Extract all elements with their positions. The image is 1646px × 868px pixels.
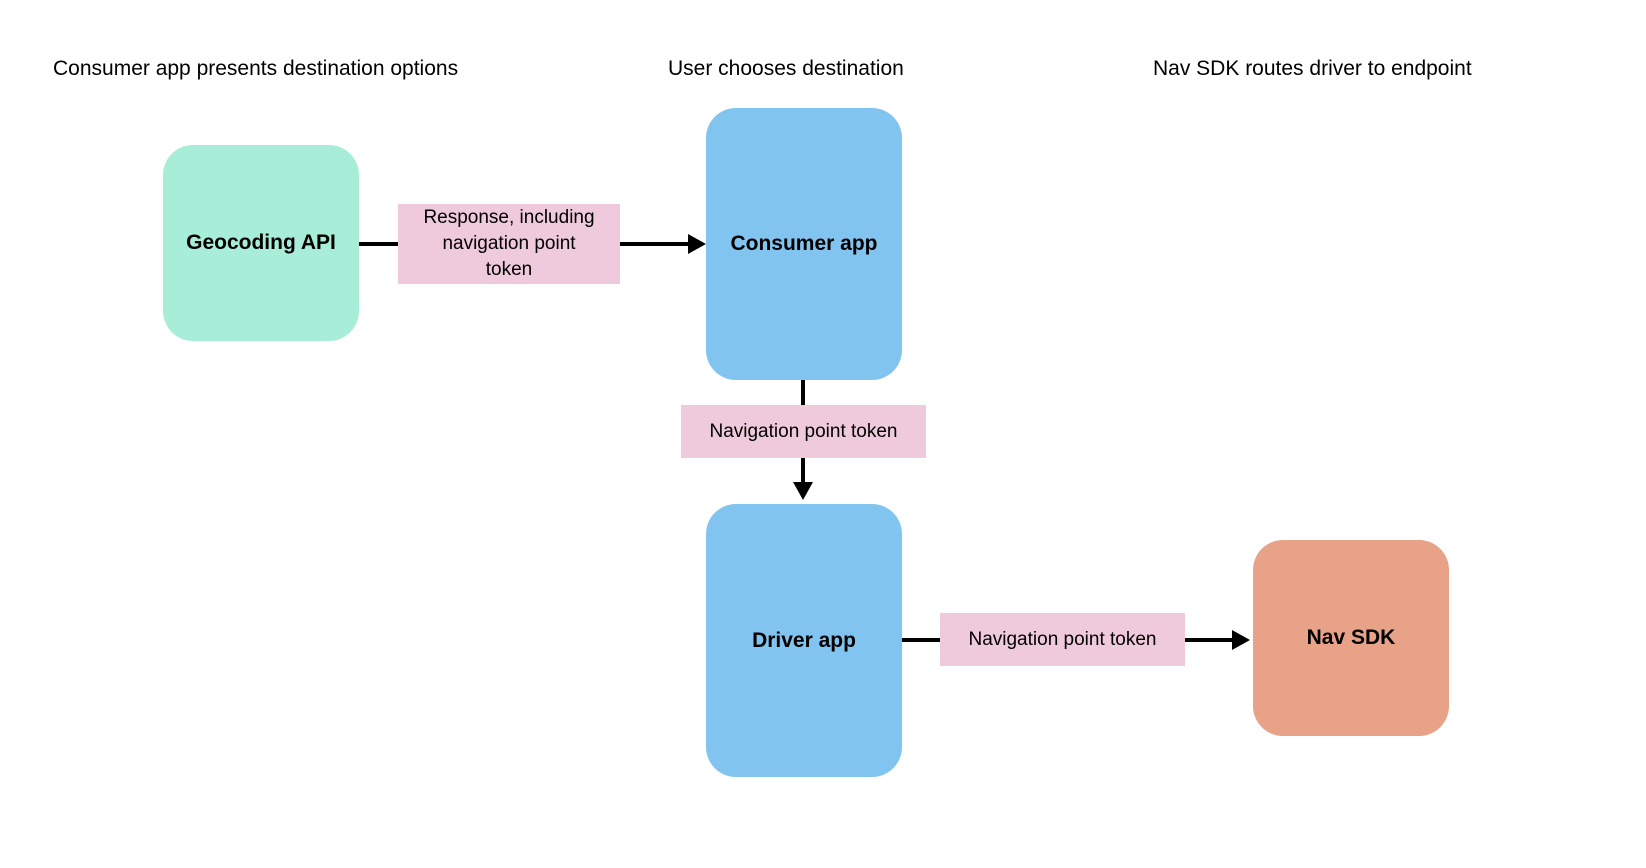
column-heading-user-chooses-destination: User chooses destination xyxy=(668,57,904,80)
node-driver-app-label: Driver app xyxy=(752,628,856,652)
edge-label-text: Navigation point token xyxy=(968,628,1157,650)
node-consumer-app-label: Consumer app xyxy=(730,232,878,255)
edge-label-line-3: token xyxy=(485,259,533,280)
edge-label-navigation-point-token-driver-to-navsdk: Navigation point token xyxy=(940,613,1185,666)
column-heading-consumer-app-presents: Consumer app presents destination option… xyxy=(53,57,459,80)
node-geocoding-api-label: Geocoding API xyxy=(186,231,336,254)
edge-label-line-2: navigation point xyxy=(442,233,576,254)
node-consumer-app[interactable]: Consumer app xyxy=(706,108,902,380)
node-geocoding-api[interactable]: Geocoding API xyxy=(163,145,359,341)
edge-label-text: Navigation point token xyxy=(709,420,898,442)
arrowhead-geocoding-to-consumer-icon xyxy=(688,234,706,254)
edge-label-line-1: Response, including xyxy=(423,207,595,228)
column-heading-nav-sdk-routes-driver: Nav SDK routes driver to endpoint xyxy=(1153,57,1472,80)
node-nav-sdk-label: Nav SDK xyxy=(1306,626,1396,649)
arrowhead-consumer-to-driver-icon xyxy=(793,482,813,500)
edge-label-navigation-point-token-consumer-to-driver: Navigation point token xyxy=(681,405,926,458)
node-nav-sdk[interactable]: Nav SDK xyxy=(1253,540,1449,736)
node-driver-app[interactable]: Driver app xyxy=(706,504,902,777)
edge-label-response-including-navigation-point-token: Response, including navigation point tok… xyxy=(398,204,620,284)
arrowhead-driver-to-navsdk-icon xyxy=(1232,630,1250,650)
